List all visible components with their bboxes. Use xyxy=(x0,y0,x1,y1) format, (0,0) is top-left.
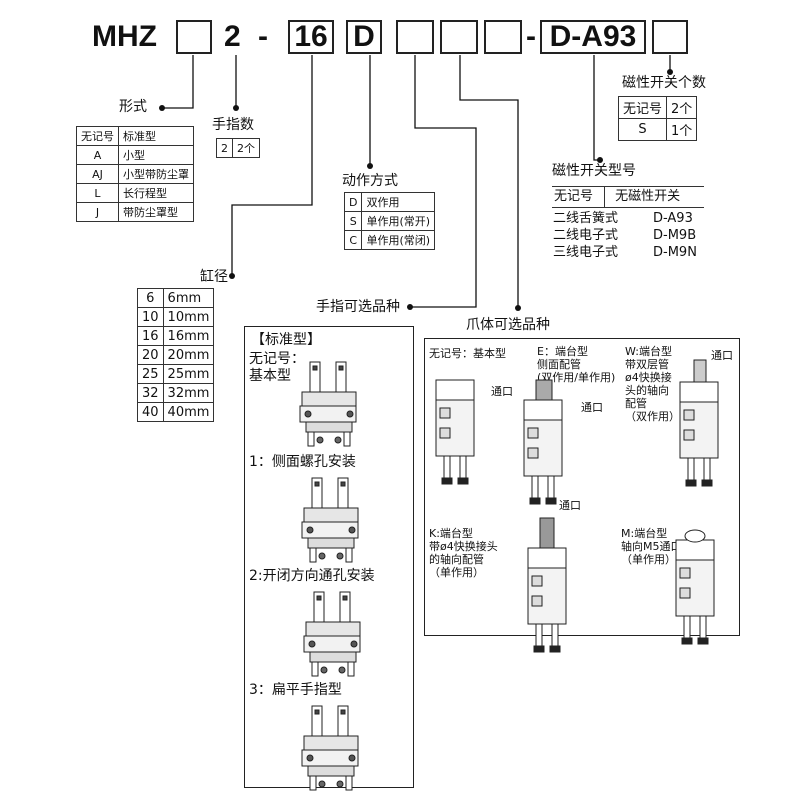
action-cell: C xyxy=(343,230,363,250)
finger-option-1-label: 1：侧面螺孔安装 xyxy=(249,454,356,470)
bore-title: 缸径 xyxy=(200,269,228,285)
form-cell: 长行程型 xyxy=(118,183,194,203)
body-option-3-port: 通口 xyxy=(559,499,581,512)
form-title: 形式 xyxy=(119,99,147,115)
code-slot-switch-count xyxy=(652,20,688,54)
code-action-box: D xyxy=(346,20,382,54)
code-bore-box: 16 xyxy=(288,20,334,54)
switch-count-cell: 2个 xyxy=(666,96,698,119)
form-cell: 带防尘罩型 xyxy=(118,202,194,222)
code-bore: 16 xyxy=(294,20,328,53)
fingers-title: 手指数 xyxy=(212,117,254,133)
switch-model-code: D-A93 xyxy=(653,211,693,226)
code-dash-2: - xyxy=(526,20,536,53)
bore-cell: 32mm xyxy=(162,383,215,403)
finger-option-3-label: 3：扁平手指型 xyxy=(249,682,342,698)
finger-option-0-label: 无记号： 基本型 xyxy=(249,351,305,384)
body-option-0-port: 通口 xyxy=(491,385,513,398)
code-slot-extra xyxy=(484,20,522,54)
switch-model-header: 无记号 无磁性开关 xyxy=(552,186,704,208)
switch-model-code: D-M9B xyxy=(653,228,697,243)
action-cell: 单作用(常闭) xyxy=(361,230,436,250)
switch-count-cell: 1个 xyxy=(666,118,698,141)
finger-options-title: 手指可选品种 xyxy=(316,299,400,315)
switch-model-row: 二线电子式 D-M9B xyxy=(553,227,713,244)
body-option-1-label: E：端台型 侧面配管 (双作用/单作用) xyxy=(537,345,616,384)
switch-model-title: 磁性开关型号 xyxy=(552,163,636,179)
code-dash-1: - xyxy=(258,20,268,53)
action-cell: 双作用 xyxy=(361,192,436,212)
bore-cell: 6mm xyxy=(162,288,215,308)
model-prefix: MHZ xyxy=(92,20,157,53)
body-options-title: 爪体可选品种 xyxy=(466,317,550,333)
body-option-2-port: 通口 xyxy=(711,349,733,362)
body-option-0-label: 无记号：基本型 xyxy=(429,347,506,360)
bore-cell: 16mm xyxy=(162,326,215,346)
body-option-2-label: W:端台型 带双层管 ø4快换接 头的轴向 配管 （双作用） xyxy=(625,345,680,423)
switch-model-row: 二线舌簧式 D-A93 xyxy=(553,210,713,227)
finger-options-header: 【标准型】 xyxy=(251,332,321,348)
body-options-panel: 无记号：基本型 E：端台型 侧面配管 (双作用/单作用) W:端台型 带双层管 … xyxy=(424,338,740,636)
switch-model-type: 三线电子式 xyxy=(553,245,619,260)
code-finger-count: 2 xyxy=(224,20,241,53)
body-option-4-label: M:端台型 轴向M5通口 （单作用） xyxy=(621,527,682,566)
bore-cell: 25mm xyxy=(162,364,215,384)
body-option-1-port: 通口 xyxy=(581,401,603,414)
switch-model-header-desc: 无磁性开关 xyxy=(615,189,681,204)
code-slot-body-option xyxy=(440,20,478,54)
action-title: 动作方式 xyxy=(342,173,398,189)
switch-model-type: 二线电子式 xyxy=(553,228,619,243)
code-slot-finger-option xyxy=(396,20,434,54)
action-cell: 单作用(常开) xyxy=(361,211,436,231)
switch-model-header-code: 无记号 xyxy=(552,187,605,207)
bore-cell: 40mm xyxy=(162,402,215,422)
form-cell: J xyxy=(76,202,119,222)
switch-count-title: 磁性开关个数 xyxy=(622,75,706,91)
fingers-cell: 2个 xyxy=(232,138,260,158)
finger-option-2-label: 2:开闭方向通孔安装 xyxy=(249,568,375,584)
switch-model-code: D-M9N xyxy=(653,245,697,260)
code-slot-form xyxy=(176,20,212,54)
bore-cell: 10mm xyxy=(162,307,215,327)
fingers-cell: 2 xyxy=(216,138,233,158)
switch-model-type: 二线舌簧式 xyxy=(553,211,619,226)
switch-model-row: 三线电子式 D-M9N xyxy=(553,244,713,261)
body-option-3-label: K:端台型 带ø4快换接头 的轴向配管 （单作用） xyxy=(429,527,498,579)
code-action: D xyxy=(353,20,375,53)
finger-options-panel: 【标准型】 无记号： 基本型 1：侧面螺孔安装 2:开闭方向通孔安装 3：扁平手… xyxy=(244,326,414,788)
code-switch: D-A93 xyxy=(549,20,637,53)
switch-model-list: 二线舌簧式 D-A93 二线电子式 D-M9B 三线电子式 D-M9N xyxy=(553,210,713,261)
code-switch-box: D-A93 xyxy=(540,20,646,54)
